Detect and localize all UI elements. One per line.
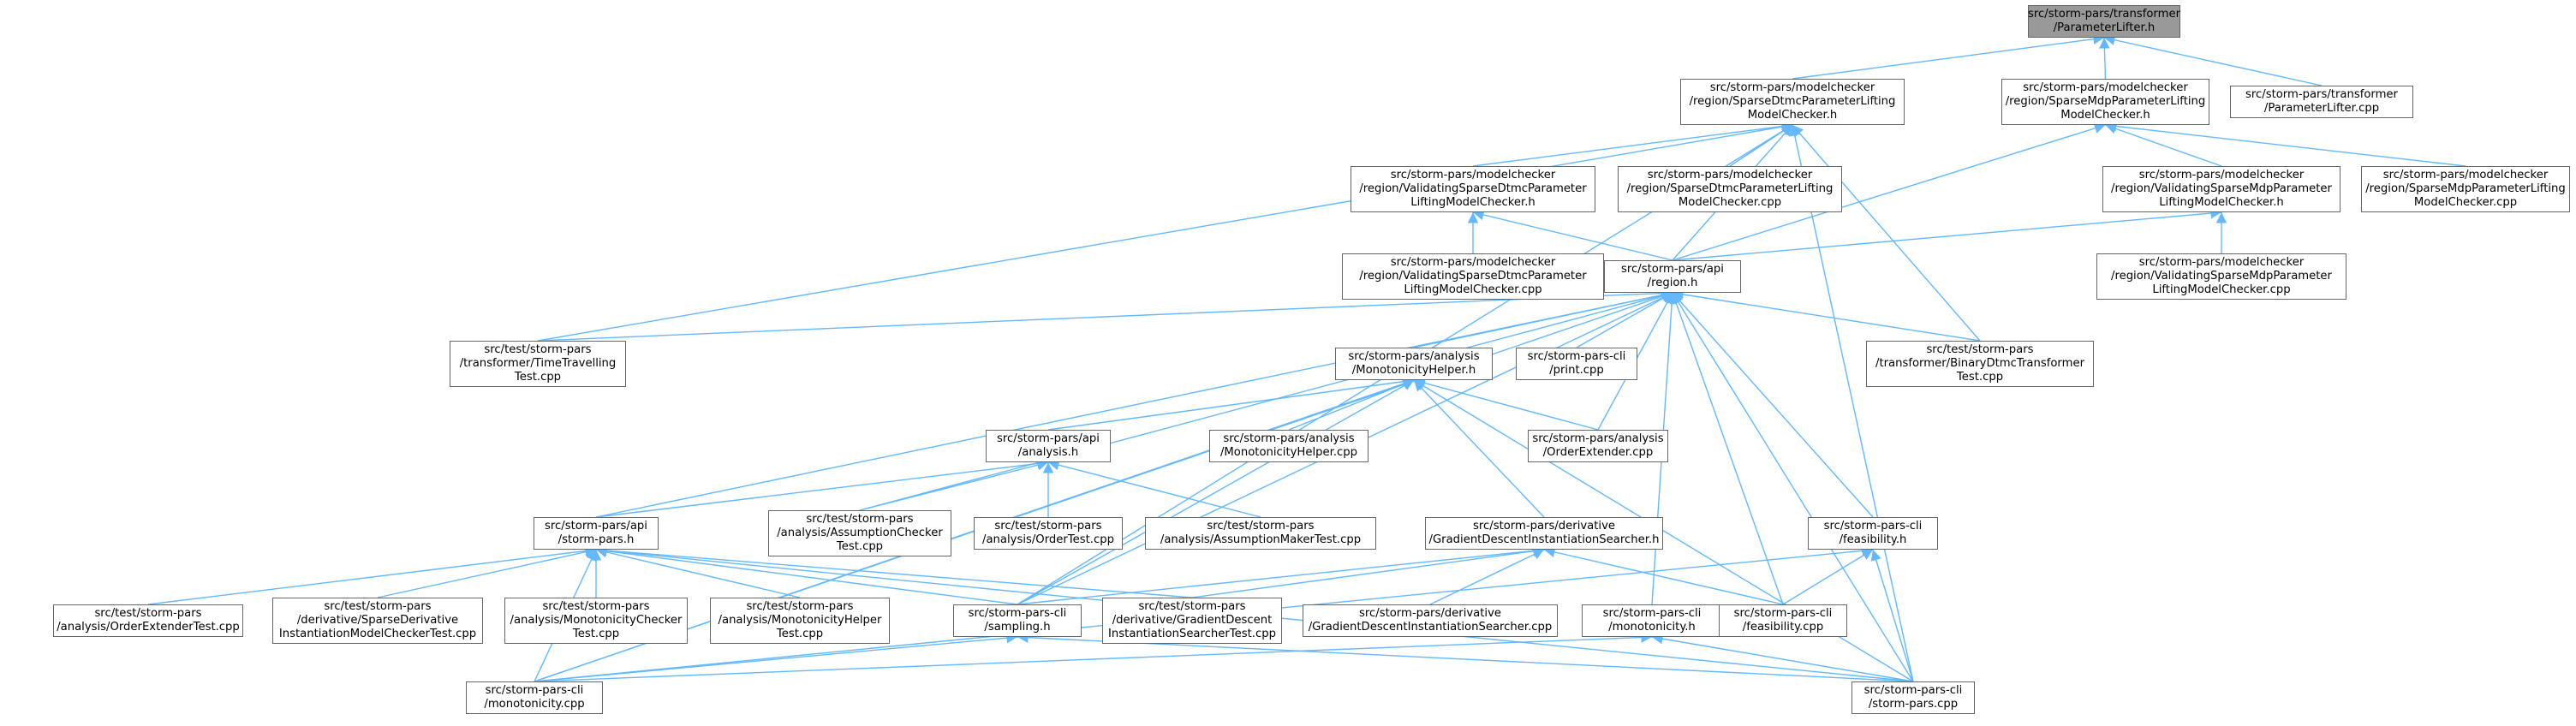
- graph-edge-n17-to-n12: [1413, 378, 1599, 431]
- graph-node-assumption-maker-test-cpp[interactable]: src/test/storm-pars /analysis/Assumption…: [1145, 517, 1376, 550]
- graph-node-sparse-dtmc-parameter-lifting-model-checker-h[interactable]: src/storm-pars/modelchecker /region/Spar…: [1680, 79, 1905, 125]
- graph-edge-n30-to-n22: [1429, 549, 1545, 605]
- graph-node-cli-storm-pars-cpp[interactable]: src/storm-pars-cli /storm-pars.cpp: [1852, 681, 1975, 714]
- graph-node-sparse-mdp-parameter-lifting-model-checker-cpp[interactable]: src/storm-pars/modelchecker /region/Spar…: [2361, 166, 2570, 212]
- graph-edge-n9-to-n4: [1472, 209, 1673, 261]
- graph-edge-n29-to-n22: [1191, 545, 1545, 598]
- graph-node-validating-sparse-mdp-parameter-lifting-model-checker-cpp[interactable]: src/storm-pars/modelchecker /region/Vali…: [2096, 253, 2346, 300]
- graph-edge-n15-to-n12: [1047, 376, 1415, 431]
- graph-edge-n13-to-n9: [1576, 292, 1673, 348]
- graph-edge-n33-to-n31: [534, 632, 1653, 682]
- graph-edge-n3-to-n0: [2103, 34, 2323, 86]
- graph-edge-n32-to-n22: [1543, 546, 1784, 605]
- graph-node-sparse-derivative-instantiation-model-checker-test-cpp[interactable]: src/test/storm-pars /derivative/SparseDe…: [272, 598, 483, 644]
- graph-node-order-test-cpp[interactable]: src/test/storm-pars /analysis/OrderTest.…: [974, 517, 1123, 550]
- graph-edge-n24-to-n18: [147, 545, 597, 605]
- graph-node-sparse-dtmc-parameter-lifting-model-checker-cpp[interactable]: src/storm-pars/modelchecker /region/Spar…: [1618, 166, 1842, 212]
- graph-node-api-analysis-h[interactable]: src/storm-pars/api /analysis.h: [986, 430, 1111, 462]
- graph-node-time-travelling-test-cpp[interactable]: src/test/storm-pars /transformer/TimeTra…: [450, 341, 626, 387]
- graph-edge-n14-to-n9: [1672, 289, 1981, 342]
- graph-edge-n28-to-n18: [595, 545, 1018, 605]
- graph-node-cli-feasibility-cpp[interactable]: src/storm-pars-cli /feasibility.cpp: [1719, 604, 1847, 637]
- graph-node-parameterlifter-h: src/storm-pars/transformer /ParameterLif…: [2028, 5, 2180, 38]
- graph-edge-n27-to-n18: [595, 546, 801, 598]
- graph-node-order-extender-cpp[interactable]: src/storm-pars/analysis /OrderExtender.c…: [1528, 430, 1668, 462]
- graph-node-assumption-checker-test-cpp[interactable]: src/test/storm-pars /analysis/Assumption…: [768, 510, 951, 556]
- graph-edge-n22-to-n12: [1413, 379, 1545, 518]
- graph-node-monotonicity-helper-cpp[interactable]: src/storm-pars/analysis /MonotonicityHel…: [1209, 430, 1368, 462]
- graph-edge-n34-to-n31: [1651, 633, 1914, 682]
- graph-node-validating-sparse-dtmc-parameter-lifting-model-checker-h[interactable]: src/storm-pars/modelchecker /region/Vali…: [1351, 166, 1595, 212]
- graph-node-gradient-descent-instantiation-searcher-h[interactable]: src/storm-pars/derivative /GradientDesce…: [1425, 517, 1663, 550]
- graph-edge-n21-to-n15: [1047, 460, 1261, 518]
- graph-edge-n32-to-n9: [1671, 292, 1784, 605]
- graph-node-order-extender-test-cpp[interactable]: src/test/storm-pars /analysis/OrderExten…: [53, 604, 243, 637]
- graph-edge-n18-to-n9: [595, 289, 1673, 518]
- graph-node-print-cpp[interactable]: src/storm-pars-cli /print.cpp: [1516, 348, 1637, 380]
- graph-edge-n29-to-n18: [595, 544, 1193, 598]
- graph-edge-n4-to-n1: [1472, 121, 1793, 167]
- graph-edge-n18-to-n15: [595, 458, 1049, 518]
- graph-edge-n33-to-n28: [534, 632, 1018, 682]
- graph-edge-n28-to-n12: [1017, 379, 1415, 605]
- graph-edge-n34-to-n9: [1672, 292, 1914, 682]
- graph-edge-n9-to-n6: [1672, 207, 2222, 261]
- graph-edge-n28-to-n22: [1017, 545, 1545, 605]
- graph-edge-n2-to-n0: [2099, 37, 2110, 80]
- graph-node-cli-monotonicity-cpp[interactable]: src/storm-pars-cli /monotonicity.cpp: [466, 681, 603, 714]
- graph-edge-n25-to-n18: [377, 546, 597, 598]
- graph-edge-n19-to-n15: [859, 460, 1049, 511]
- graph-node-sparse-mdp-parameter-lifting-model-checker-h[interactable]: src/storm-pars/modelchecker /region/Spar…: [2001, 79, 2209, 125]
- graph-edge-n19-to-n9: [859, 290, 1673, 511]
- graph-node-cli-monotonicity-h[interactable]: src/storm-pars-cli /monotonicity.h: [1582, 604, 1722, 637]
- graph-node-api-region-h[interactable]: src/storm-pars/api /region.h: [1604, 260, 1741, 293]
- graph-edge-n34-to-n1: [1789, 124, 1914, 682]
- graph-node-cli-sampling-h[interactable]: src/storm-pars-cli /sampling.h: [953, 604, 1082, 637]
- graph-node-validating-sparse-dtmc-parameter-lifting-model-checker-cpp[interactable]: src/storm-pars/modelchecker /region/Vali…: [1342, 253, 1604, 300]
- graph-node-api-storm-pars-h[interactable]: src/storm-pars/api /storm-pars.h: [534, 517, 659, 550]
- graph-node-binary-dtmc-transformer-test-cpp[interactable]: src/test/storm-pars /transformer/BinaryD…: [1866, 341, 2094, 387]
- graph-node-validating-sparse-mdp-parameter-lifting-model-checker-h[interactable]: src/storm-pars/modelchecker /region/Vali…: [2102, 166, 2340, 212]
- graph-edge-n14-to-n1: [1792, 124, 1981, 342]
- graph-edge-n11-to-n9: [537, 288, 1673, 342]
- graph-node-gradient-descent-instantiation-searcher-test-cpp[interactable]: src/test/storm-pars /derivative/Gradient…: [1102, 598, 1282, 644]
- graph-node-gradient-descent-instantiation-searcher-cpp[interactable]: src/storm-pars/derivative /GradientDesce…: [1303, 604, 1558, 637]
- graph-edge-n16-to-n12: [1288, 378, 1415, 431]
- graph-node-parameterlifter-cpp[interactable]: src/storm-pars/transformer /ParameterLif…: [2230, 86, 2413, 118]
- graph-node-cli-feasibility-h[interactable]: src/storm-pars-cli /feasibility.h: [1808, 517, 1938, 550]
- graph-node-monotonicity-helper-h[interactable]: src/storm-pars/analysis /MonotonicityHel…: [1335, 348, 1493, 380]
- graph-edge-n34-to-n28: [1017, 632, 1914, 682]
- graph-edge-n32-to-n23: [1782, 549, 1874, 605]
- graph-edge-n34-to-n23: [1870, 549, 1914, 682]
- graph-node-monotonicity-checker-test-cpp[interactable]: src/test/storm-pars /analysis/Monotonici…: [504, 598, 688, 644]
- graph-node-monotonicity-helper-test-cpp[interactable]: src/test/storm-pars /analysis/Monotonici…: [710, 598, 890, 644]
- graph-edge-n1-to-n0: [1792, 33, 2105, 80]
- graph-edge-n7-to-n2: [2105, 121, 2466, 167]
- graph-edge-n6-to-n2: [2105, 123, 2222, 167]
- graph-edge-n9-to-n2: [1672, 122, 2106, 261]
- graph-edge-n23-to-n9: [1672, 292, 1874, 518]
- graph-edge-n11-to-n1: [537, 121, 1793, 342]
